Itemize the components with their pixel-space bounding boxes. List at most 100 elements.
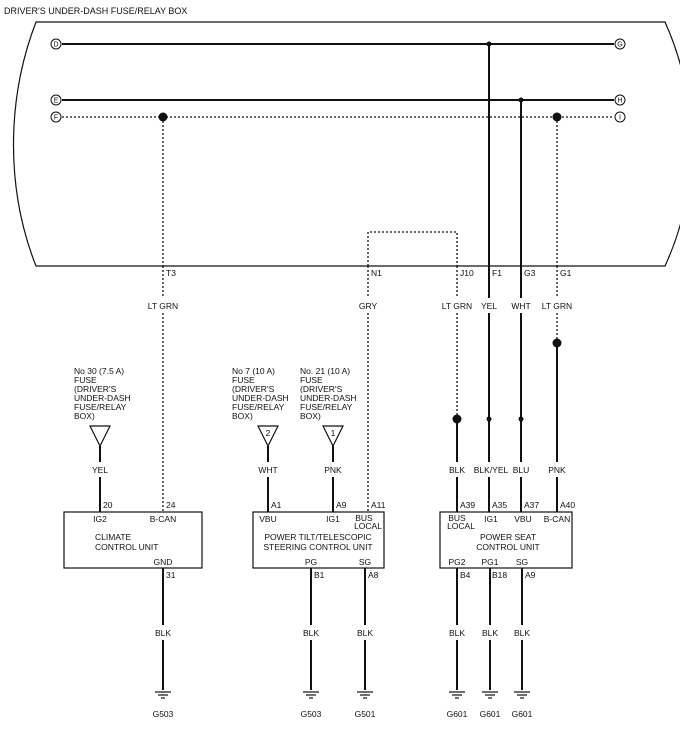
svg-text:I: I: [619, 115, 621, 122]
terminal-label: VBU: [259, 514, 276, 524]
fuse-symbol: [89, 425, 111, 448]
terminal-label: LOCAL: [354, 521, 382, 531]
terminal-e: E: [50, 94, 62, 106]
terminal-label: B-CAN: [150, 514, 176, 524]
svg-text:FUSE/RELAY: FUSE/RELAY: [232, 402, 285, 412]
fuse-number: 1: [331, 428, 336, 438]
connector-dot: [518, 416, 524, 422]
svg-text:FUSE/RELAY: FUSE/RELAY: [300, 402, 353, 412]
wire-color: BLK: [155, 628, 171, 638]
fuse-symbol: [322, 425, 344, 448]
connector-g3: G3: [524, 268, 536, 278]
svg-text:No. 21 (10 A): No. 21 (10 A): [300, 366, 350, 376]
unit-name: CONTROL UNIT: [476, 542, 539, 552]
svg-text:(DRIVER'S: (DRIVER'S: [300, 384, 343, 394]
terminal-d: D: [50, 38, 62, 50]
ground-symbol-icon: [303, 691, 319, 699]
terminal-label: SG: [516, 557, 528, 567]
ground-label: G503: [301, 709, 322, 719]
wire-color: GRY: [359, 301, 378, 311]
pin-number: 20: [103, 500, 113, 510]
wire-color: YEL: [92, 465, 108, 475]
pin-number: B1: [314, 570, 325, 580]
svg-text:FUSE: FUSE: [300, 375, 323, 385]
connector-f1: F1: [492, 268, 502, 278]
svg-text:UNDER-DASH: UNDER-DASH: [300, 393, 357, 403]
terminal-g: G: [614, 38, 626, 50]
terminal-h: H: [614, 94, 626, 106]
unit-name: POWER TILT/TELESCOPIC: [264, 532, 371, 542]
terminal-label: PG2: [448, 557, 465, 567]
wire-color: LT GRN: [148, 301, 178, 311]
pin-number: A1: [271, 500, 282, 510]
svg-text:FUSE/RELAY: FUSE/RELAY: [74, 402, 127, 412]
ground-label: G501: [355, 709, 376, 719]
svg-text:FUSE: FUSE: [232, 375, 255, 385]
fuse-box-outline: [12, 21, 680, 267]
steering-control-unit: [252, 511, 385, 569]
svg-text:(DRIVER'S: (DRIVER'S: [74, 384, 117, 394]
wire-color: LT GRN: [542, 301, 572, 311]
fuse-symbol: [257, 425, 279, 448]
terminal-label: IG1: [326, 514, 340, 524]
pin-number: B4: [460, 570, 471, 580]
pin-number: B18: [492, 570, 507, 580]
terminal-label: IG2: [93, 514, 107, 524]
pin-number: A37: [524, 500, 539, 510]
pin-number: A35: [492, 500, 507, 510]
wire-color: BLK: [449, 465, 465, 475]
connector-j10: J10: [460, 268, 474, 278]
ground-label: G601: [512, 709, 533, 719]
pin-number: A9: [336, 500, 347, 510]
wire-color: BLK/YEL: [474, 465, 509, 475]
svg-text:BOX): BOX): [232, 411, 253, 421]
svg-text:E: E: [54, 98, 59, 105]
wire-color: BLK: [357, 628, 373, 638]
terminal-label: IG1: [484, 514, 498, 524]
terminal-label: GND: [154, 557, 173, 567]
terminal-label: VBU: [514, 514, 531, 524]
fuse-30-label: No 30 (7.5 A) FUSE (DRIVER'S UNDER-DASH …: [74, 366, 131, 421]
terminal-label: B-CAN: [544, 514, 570, 524]
fuse-number: 2: [266, 428, 271, 438]
power-seat-control-unit: [439, 511, 573, 569]
ground-symbol-icon: [514, 691, 530, 699]
pin-number: A9: [525, 570, 536, 580]
svg-text:G: G: [617, 42, 622, 49]
pin-number: A11: [371, 500, 386, 510]
svg-text:No 7 (10 A): No 7 (10 A): [232, 366, 275, 376]
svg-text:F: F: [54, 115, 58, 122]
ground-label: G601: [447, 709, 468, 719]
svg-text:BOX): BOX): [74, 411, 95, 421]
svg-text:No 30 (7.5 A): No 30 (7.5 A): [74, 366, 124, 376]
connector-g1: G1: [560, 268, 572, 278]
terminal-label: PG1: [481, 557, 498, 567]
climate-control-unit: [63, 511, 203, 569]
svg-text:UNDER-DASH: UNDER-DASH: [74, 393, 131, 403]
terminal-label: LOCAL: [447, 521, 475, 531]
svg-text:UNDER-DASH: UNDER-DASH: [232, 393, 289, 403]
terminal-f: F: [50, 111, 62, 123]
fuse-box-title: DRIVER'S UNDER-DASH FUSE/RELAY BOX: [4, 6, 187, 16]
unit-name: POWER SEAT: [480, 532, 536, 542]
pin-number: A40: [560, 500, 575, 510]
ground-label: G503: [153, 709, 174, 719]
connector-n1: N1: [371, 268, 382, 278]
wire-color: BLK: [303, 628, 319, 638]
unit-name: CONTROL UNIT: [95, 542, 158, 552]
ground-symbol-icon: [449, 691, 465, 699]
wire-color: WHT: [258, 465, 277, 475]
wire-color: LT GRN: [442, 301, 472, 311]
wire-color: PNK: [324, 465, 342, 475]
ground-symbol-icon: [357, 691, 373, 699]
connector-dot: [486, 416, 492, 422]
svg-text:BOX): BOX): [300, 411, 321, 421]
terminal-label: PG: [305, 557, 317, 567]
svg-text:D: D: [53, 42, 58, 49]
pin-number: 31: [166, 570, 176, 580]
terminal-label: BUS: [355, 513, 373, 523]
ground-symbol-icon: [482, 691, 498, 699]
pin-number: A39: [460, 500, 475, 510]
pin-number: 24: [166, 500, 176, 510]
wire-color: PNK: [548, 465, 566, 475]
